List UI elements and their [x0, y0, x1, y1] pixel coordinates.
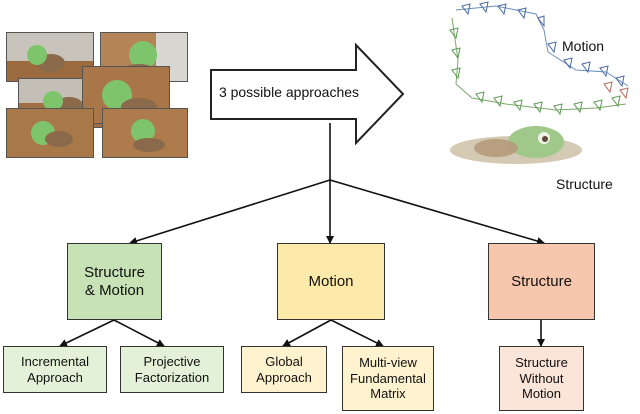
arrow-label: 3 possible approaches [218, 84, 360, 100]
reconstruction-illustration [449, 1, 629, 164]
leaf-projective-factorization: Projective Factorization [120, 346, 224, 393]
turtle-photo [6, 108, 94, 158]
node-structure-and-motion: Structure & Motion [67, 243, 162, 320]
node-structure: Structure [488, 243, 595, 320]
motion-caption: Motion [562, 38, 605, 54]
node-motion: Motion [277, 243, 385, 320]
leaf-structure-without-motion: Structure Without Motion [499, 346, 584, 411]
leaf-multiview-fundamental-matrix: Multi-view Fundamental Matrix [342, 346, 434, 411]
structure-caption: Structure [556, 176, 613, 192]
turtle-photo [102, 108, 188, 158]
block-arrow [210, 42, 405, 146]
photo-collage [6, 32, 192, 158]
turtle-photo [6, 32, 94, 82]
leaf-incremental-approach: Incremental Approach [3, 346, 107, 393]
leaf-global-approach: Global Approach [241, 346, 327, 393]
